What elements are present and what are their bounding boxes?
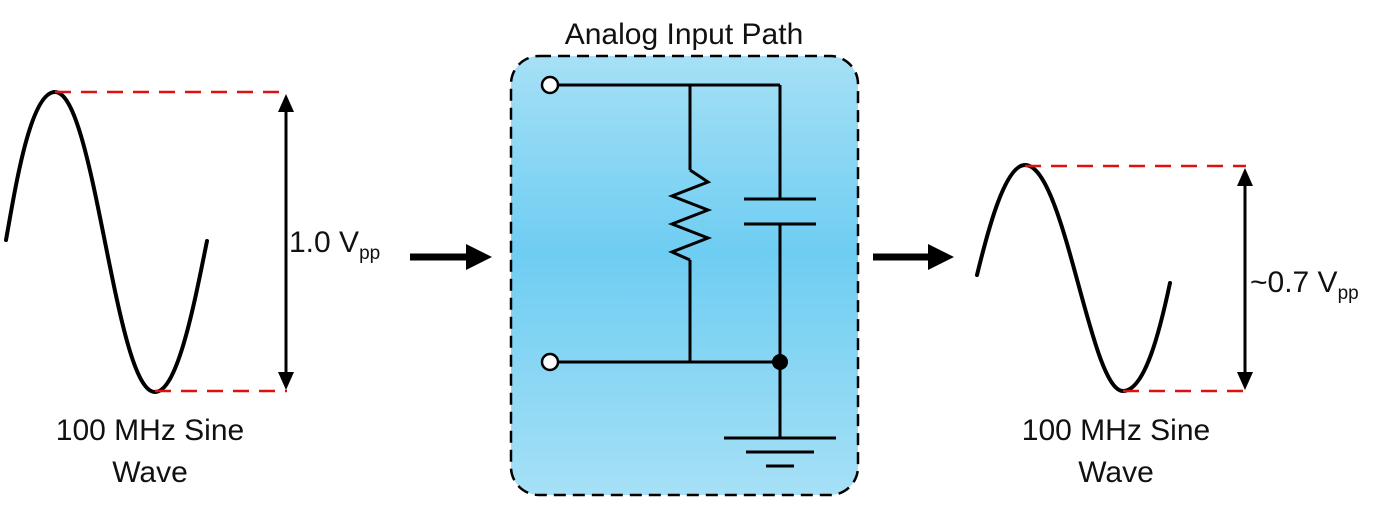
output-amplitude-subscript: pp (1337, 283, 1359, 304)
input-sine-wave (4, 89, 209, 395)
junction-dot (772, 354, 788, 370)
resistor-symbol (667, 168, 713, 262)
output-sine-wave (975, 162, 1172, 394)
input-terminal-bottom (540, 352, 560, 372)
input-amplitude-arrow (278, 94, 294, 390)
rc-circuit (558, 83, 836, 468)
output-flow-arrow (873, 244, 954, 270)
input-amplitude-subscript: pp (359, 243, 381, 264)
input-flow-arrow (410, 244, 492, 270)
analog-input-path-panel (509, 54, 860, 497)
output-caption-line2: Wave (1078, 456, 1154, 489)
input-amplitude-value: 1.0 V (289, 226, 360, 259)
output-caption-line1: 100 MHz Sine (1021, 414, 1211, 447)
output-amplitude-label: ~0.7 Vpp (1250, 262, 1359, 315)
input-caption-line2: Wave (112, 456, 188, 489)
diagram-title: Analog Input Path (564, 18, 804, 51)
input-amplitude-label: 1.0 Vpp (289, 222, 380, 275)
input-caption-line1: 100 MHz Sine (55, 414, 245, 447)
output-amplitude-value: ~0.7 V (1250, 266, 1338, 299)
output-amplitude-arrow (1237, 168, 1253, 390)
input-terminal-top (540, 75, 560, 95)
